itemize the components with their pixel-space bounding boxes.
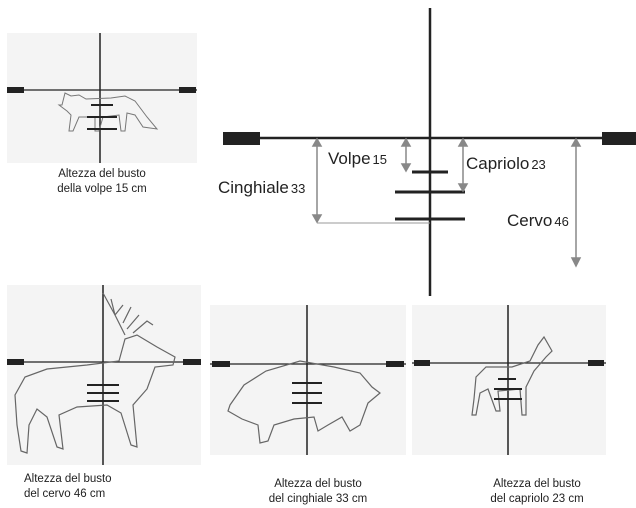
label-name: Volpe — [328, 149, 371, 168]
reticle-left-post — [7, 359, 24, 365]
stag-outline — [14, 334, 176, 454]
caption-line: del cinghiale 33 cm — [268, 493, 368, 505]
arrow-capriolo — [457, 137, 469, 193]
fox-reticle-panel — [7, 33, 197, 163]
reticle-right-post — [588, 360, 604, 366]
fox-caption: Altezza del busto della volpe 15 cm — [27, 167, 177, 197]
boar-outline — [227, 360, 381, 444]
reticle-right-post — [602, 132, 636, 145]
caption-line: Altezza del busto — [24, 473, 112, 485]
roe-deer-caption: Altezza del busto del capriolo 23 cm — [462, 477, 612, 507]
reticle-left-post — [7, 87, 24, 93]
boar-reticle-panel — [210, 305, 406, 455]
roe-deer-reticle-panel — [412, 305, 606, 455]
reticle-right-post — [183, 359, 201, 365]
caption-line: Altezza del busto — [274, 478, 362, 490]
label-value: 46 — [554, 214, 569, 229]
label-value: 23 — [531, 157, 546, 172]
reticle-right-post — [386, 361, 404, 367]
boar-reticle-svg — [210, 305, 406, 455]
reticle-left-post — [223, 132, 260, 145]
reticle-left-post — [414, 360, 430, 366]
main-reticle-svg — [223, 8, 636, 296]
boar-caption: Altezza del busto del cinghiale 33 cm — [243, 477, 393, 507]
label-name: Cervo — [507, 211, 553, 230]
arrow-cervo — [570, 137, 582, 268]
label-value: 33 — [290, 181, 306, 196]
label-name: Cinghiale — [218, 178, 289, 197]
caption-line: Altezza del busto — [493, 478, 581, 490]
stag-antlers — [102, 292, 154, 336]
fox-reticle-svg — [7, 33, 197, 163]
caption-line: del capriolo 23 cm — [490, 493, 584, 505]
label-name: Capriolo — [466, 154, 530, 173]
arrow-volpe — [400, 137, 412, 173]
caption-line: della volpe 15 cm — [57, 183, 147, 195]
deer-caption: Altezza del busto del cervo 46 cm — [24, 472, 174, 502]
caption-line: del cervo 46 cm — [24, 488, 106, 500]
roe-deer-outline — [471, 335, 553, 416]
reticle-left-post — [212, 361, 230, 367]
caption-line: Altezza del busto — [58, 168, 146, 180]
deer-reticle-svg — [7, 285, 201, 465]
fox-outline — [57, 92, 159, 132]
reticle-right-post — [179, 87, 196, 93]
arrow-cinghiale — [311, 137, 323, 224]
deer-reticle-panel — [7, 285, 201, 465]
roe-deer-reticle-svg — [412, 305, 606, 455]
label-value: 15 — [372, 152, 388, 167]
